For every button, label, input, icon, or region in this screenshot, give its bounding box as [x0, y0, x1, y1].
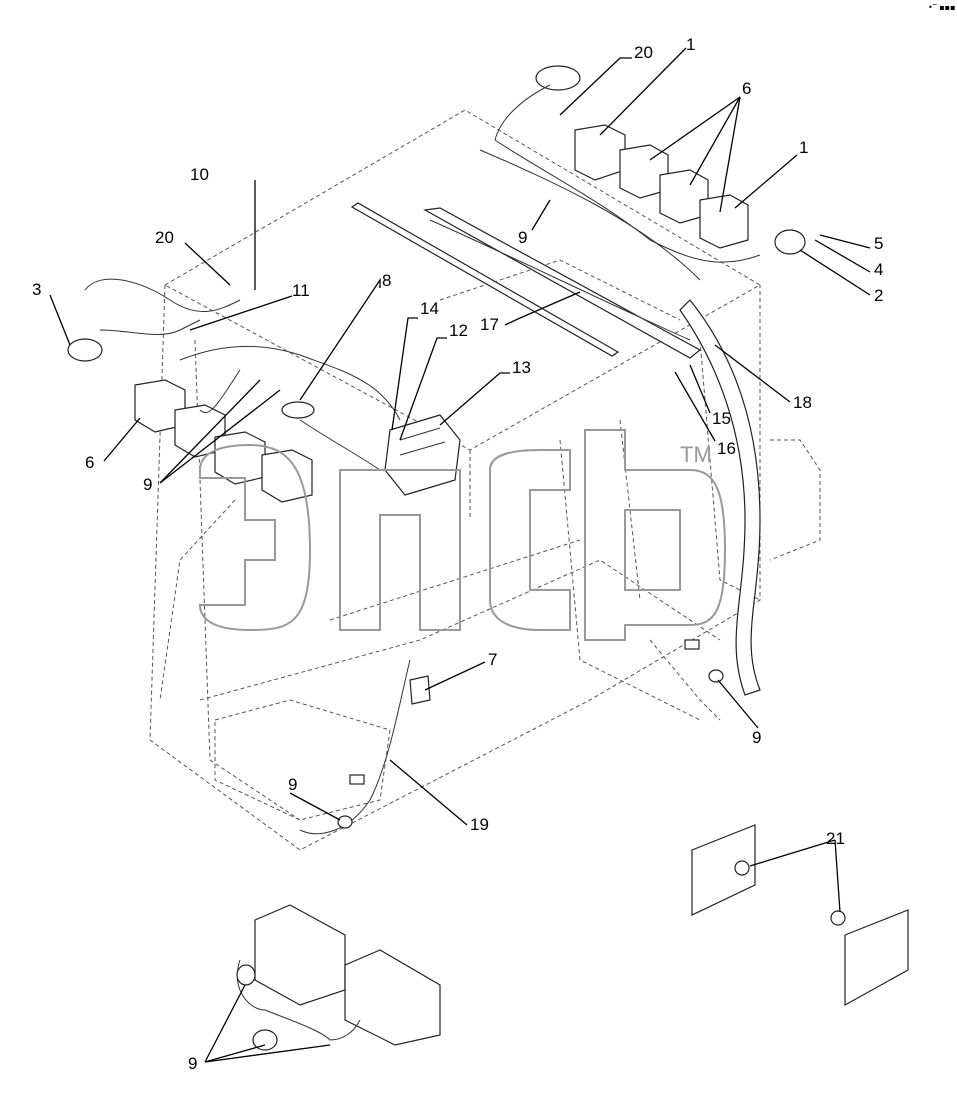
detail-lamps	[236, 904, 441, 1051]
connector-right	[684, 639, 700, 650]
callout-12: 12	[449, 321, 468, 340]
corner-mark: •‾ ▪▪▪	[928, 3, 956, 12]
callout-9-right: 9	[752, 728, 761, 747]
bracket	[409, 675, 431, 705]
rear-wiring	[494, 84, 761, 263]
callout-21: 21	[826, 829, 845, 848]
grommet-9-right	[708, 669, 724, 683]
switch-panel	[384, 414, 461, 496]
callout-9-floor: 9	[288, 775, 297, 794]
cab-frame	[149, 109, 821, 851]
grommet-9-floor	[337, 815, 353, 829]
rear-harness	[679, 299, 761, 696]
callout-14: 14	[420, 299, 439, 318]
callout-2: 2	[874, 286, 883, 305]
callout-19: 19	[470, 815, 489, 834]
watermark-tm: TM	[680, 442, 712, 467]
callout-10: 10	[190, 165, 209, 184]
callout-6-front: 6	[85, 453, 94, 472]
callout-15: 15	[712, 409, 731, 428]
callout-5: 5	[874, 234, 883, 253]
callout-7: 7	[488, 650, 497, 669]
callout-20-left: 20	[155, 228, 174, 247]
callout-13: 13	[512, 358, 531, 377]
dome-lamp	[281, 401, 315, 419]
bracket-21	[691, 824, 909, 1007]
callout-16: 16	[717, 439, 736, 458]
callout-9-rear: 9	[518, 228, 527, 247]
callout-labels: 20 1 6 1 10 20 3 11 8 14 12 13 9 17 5 4 …	[32, 35, 883, 1073]
callout-1-top: 1	[686, 35, 695, 54]
leader-lines	[49, 47, 871, 1063]
callout-9-front: 9	[143, 475, 152, 494]
callout-9-detail: 9	[188, 1054, 197, 1073]
callout-17: 17	[480, 315, 499, 334]
watermark: TM	[198, 429, 727, 641]
callout-6-rear: 6	[742, 79, 751, 98]
callout-8: 8	[382, 271, 391, 290]
callout-3: 3	[32, 280, 41, 299]
callout-20-top: 20	[634, 43, 653, 62]
callout-11: 11	[292, 281, 310, 300]
rear-work-lights	[574, 124, 749, 249]
callout-1-right: 1	[799, 138, 808, 157]
connector-19	[349, 774, 365, 785]
floor-harness	[299, 659, 411, 835]
front-lamp-harness	[67, 278, 401, 471]
beacon-lamps	[535, 65, 806, 255]
callout-18: 18	[793, 393, 812, 412]
front-work-lights	[134, 379, 313, 503]
rear-wiring-2	[479, 149, 701, 281]
callout-4: 4	[874, 260, 883, 279]
roof-strip	[350, 202, 702, 359]
